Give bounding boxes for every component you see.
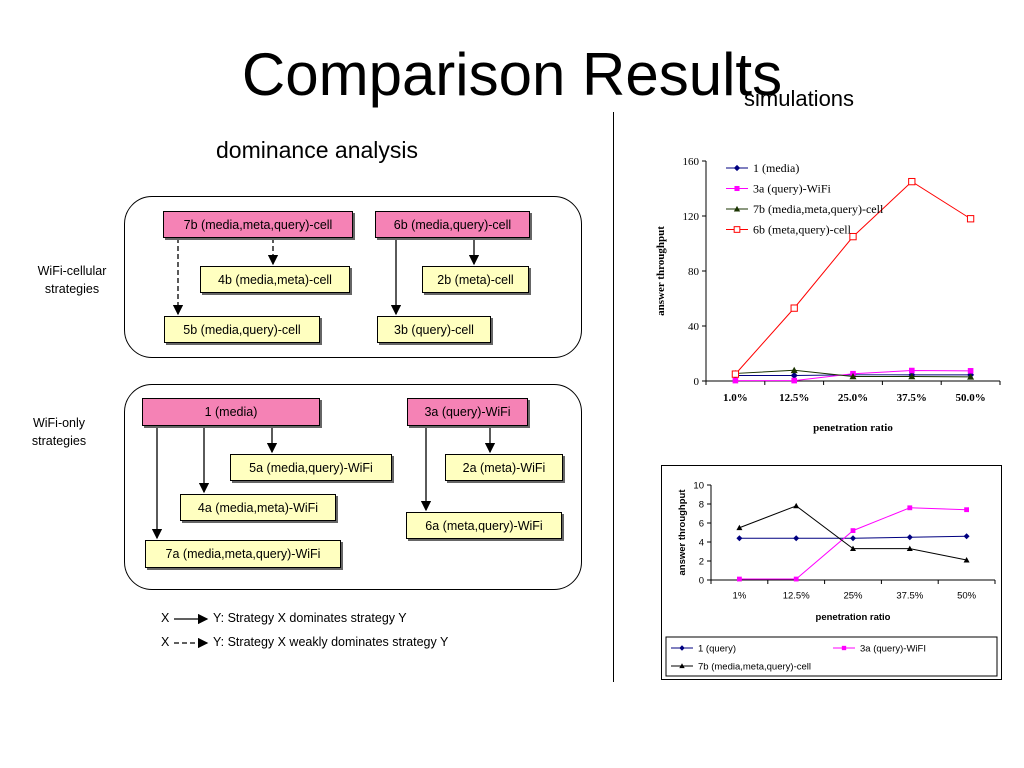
y-tick-label: 4	[699, 537, 704, 548]
x-axis-label: penetration ratio	[816, 612, 891, 623]
data-point-2-3	[908, 372, 916, 380]
simulation-chart: 0 40 80 120 160 1.0% 12.5% 25.0% 37.5% 50.0% penet…	[655, 156, 1001, 434]
y-tick-label: 120	[683, 211, 700, 223]
legend-marker-0	[733, 164, 741, 172]
data-point-1-1	[791, 377, 797, 384]
box-2b: 2b (meta)-cell	[422, 266, 529, 293]
y-tick-label: 40	[688, 321, 700, 333]
page-title: Comparison Results	[241, 41, 783, 108]
data-point-1-3	[909, 367, 915, 374]
box-5a: 5a (media,query)-WiFi	[230, 454, 392, 481]
data-point-1-4	[967, 368, 974, 374]
data-point-1-1	[793, 576, 799, 582]
data-point-0-1	[790, 372, 798, 379]
simulations-label: simulations	[744, 86, 855, 111]
data-point-0-3	[906, 534, 913, 541]
dominance-analysis-label: dominance analysis	[216, 137, 419, 163]
x-tick-label: 12.5%	[783, 591, 810, 602]
data-point-1-3	[907, 505, 913, 511]
series-line-1	[739, 507, 967, 580]
data-point-3-2	[849, 232, 857, 241]
key-dashed-text: Y: Strategy X weakly dominates strategy …	[213, 635, 449, 649]
y-tick-label: 0	[699, 575, 704, 586]
y-tick-label: 160	[683, 156, 700, 168]
data-point-3-4	[966, 215, 975, 223]
data-point-0-0	[736, 535, 743, 542]
cellular-strategies-group	[124, 196, 582, 358]
data-point-2-4	[963, 557, 970, 563]
data-point-2-0	[736, 524, 743, 531]
legend-label-3: 6b (meta,query)-cell	[753, 223, 852, 237]
data-point-2-2	[850, 545, 856, 552]
y-tick-label: 8	[699, 499, 704, 510]
legend-marker-0	[679, 645, 685, 651]
box-6a: 6a (meta,query)-WiFi	[406, 512, 562, 539]
data-point-2-4	[967, 373, 975, 380]
data-point-3-1	[790, 304, 798, 312]
x-tick-label: 1%	[733, 591, 747, 602]
y-tick-label: 0	[694, 376, 700, 388]
x-axis-label: penetration ratio	[813, 422, 893, 434]
y-tick-label: 80	[688, 266, 700, 278]
data-point-0-4	[963, 533, 970, 540]
y-tick-label: 10	[693, 480, 704, 491]
box-5b: 5b (media,query)-cell	[164, 316, 320, 343]
legend-label-0: 1 (media)	[753, 161, 799, 175]
legend-label-0: 1 (query)	[698, 643, 736, 654]
data-point-1-2	[850, 528, 856, 533]
x-tick-label: 12.5%	[779, 392, 809, 404]
box-1: 1 (media)	[142, 398, 320, 426]
data-point-1-0	[732, 377, 739, 384]
box-2a: 2a (meta)-WiFi	[445, 454, 563, 481]
legend-label-2: 7b (media,meta,query)-cell	[698, 661, 811, 672]
legend-marker-1	[841, 645, 847, 651]
key-solid-text: Y: Strategy X dominates strategy Y	[213, 611, 407, 625]
y-tick-label: 2	[699, 556, 704, 567]
data-point-2-1	[793, 502, 800, 509]
data-point-3-3	[908, 177, 916, 186]
box-7b: 7b (media,meta,query)-cell	[163, 211, 353, 238]
box-3b: 3b (query)-cell	[377, 316, 491, 343]
wifi-strategies-group	[124, 384, 582, 590]
data-point-2-3	[906, 545, 913, 552]
data-point-2-2	[849, 372, 857, 380]
wifi-only-label: WiFi-only strategies	[31, 416, 87, 448]
legend-label-1: 3a (query)-WiFi	[753, 182, 831, 196]
legend-marker-2	[679, 663, 685, 669]
legend-marker-3	[733, 226, 741, 233]
x-tick-label: 50.0%	[955, 392, 985, 404]
data-point-1-0	[737, 576, 742, 582]
data-point-1-4	[964, 507, 969, 513]
box-3a: 3a (query)-WiFi	[407, 398, 528, 426]
x-tick-label: 1.0%	[723, 392, 748, 404]
y-axis-label: answer throughput	[655, 226, 667, 316]
legend-marker-1	[734, 185, 740, 192]
data-point-2-1	[790, 366, 798, 374]
x-tick-label: 37.5%	[897, 392, 927, 404]
data-point-3-0	[731, 370, 740, 378]
x-tick-label: 50%	[957, 591, 977, 602]
box-4a: 4a (media,meta)-WiFi	[180, 494, 336, 521]
chart2-legend-box	[665, 636, 998, 677]
data-point-0-2	[850, 535, 856, 542]
key-dashed-x: X	[161, 635, 170, 649]
x-tick-label: 37.5%	[896, 591, 923, 602]
box-4b: 4b (media,meta)-cell	[200, 266, 350, 293]
legend-marker-2	[733, 205, 741, 212]
query-chart: 0 2 4 6 8 10 1% 12.5% 25% 37.5% 50% penetration rat…	[665, 480, 998, 677]
x-tick-label: 25.0%	[838, 392, 868, 404]
legend-label-1: 3a (query)-WiFI	[860, 643, 926, 654]
key-solid-x: X	[161, 611, 170, 625]
section-divider	[613, 112, 614, 682]
box-7a: 7a (media,meta,query)-WiFi	[145, 540, 341, 568]
data-point-0-1	[793, 535, 800, 542]
legend-label-2: 7b (media,meta,query)-cell	[753, 202, 884, 216]
y-tick-label: 6	[699, 518, 704, 529]
y-axis-label: answer throughput	[677, 489, 688, 576]
query-chart-frame	[661, 465, 1002, 680]
box-6b: 6b (media,query)-cell	[375, 211, 530, 238]
x-tick-label: 25%	[843, 591, 863, 602]
wifi-cellular-label: WiFi-cellular strategies	[37, 264, 107, 296]
